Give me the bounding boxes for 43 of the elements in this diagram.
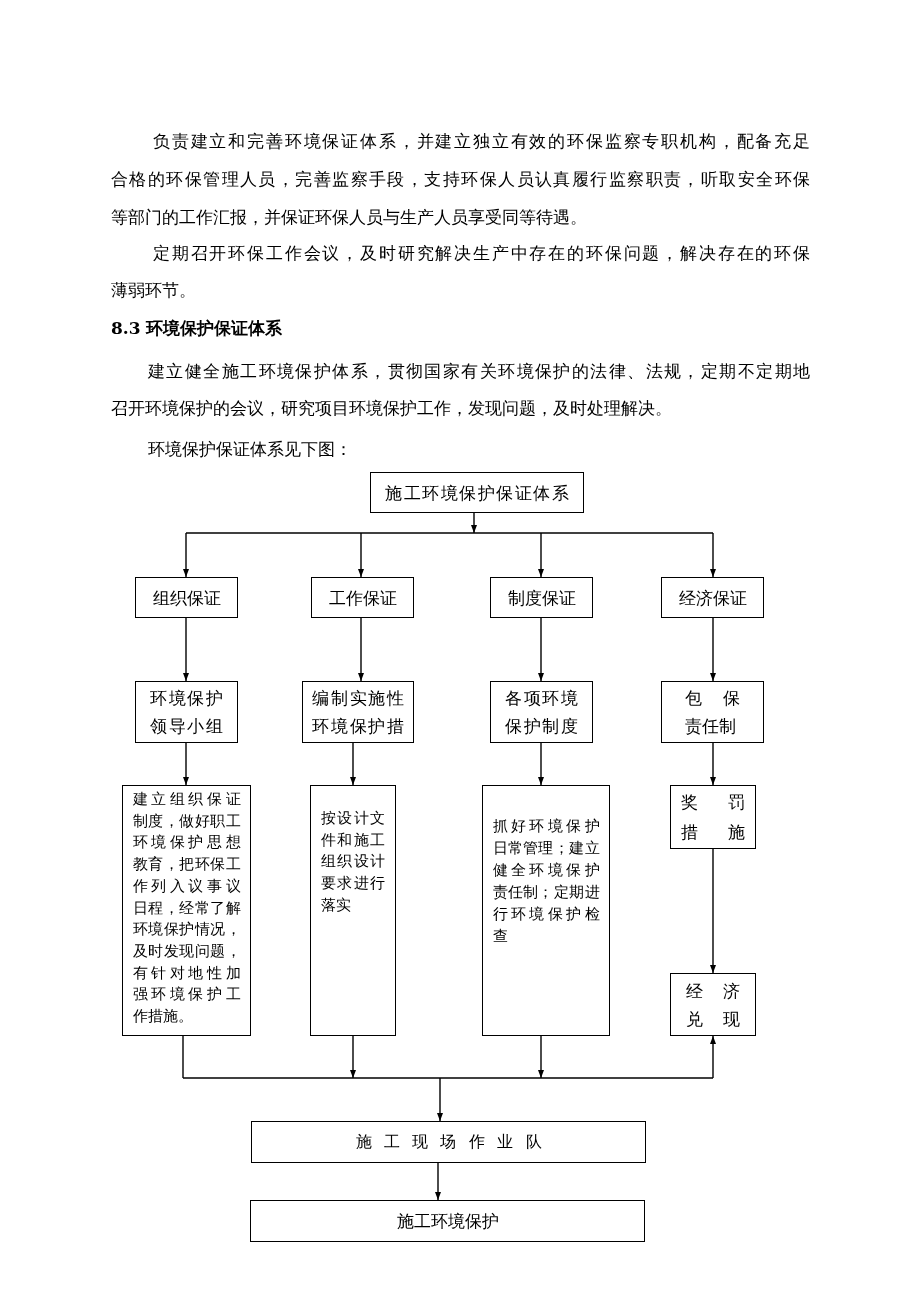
arrow [710,532,716,578]
arrow [538,1035,544,1079]
process-box: 奖罚措施 [670,785,756,849]
arrow [471,512,477,534]
process-box: 施工现场作业队 [251,1121,646,1163]
paragraph: 环境保护保证体系见下图： [147,438,353,461]
text-box: 建立组织保证制度，做好职工环境保护思想教育，把环保工作列入议事议日程，经常了解环境保护情况，及时发现问题，有针对地性加强环境保护工作措施。 [122,785,251,1036]
arrow [710,848,716,974]
arrow [710,1035,716,1079]
process-box: 包保责任制 [661,681,764,743]
connector-line [182,1035,184,1079]
paragraph: 定期召开环保工作会议，及时研究解决生产中存在的环保问题，解决存在的环保薄弱环节。 [111,241,810,302]
connector-line [185,532,714,534]
arrow [437,1077,443,1122]
arrow [710,617,716,682]
arrow [710,742,716,786]
arrow [183,742,189,786]
arrow [538,742,544,786]
arrow [538,617,544,682]
process-box: 环境保护领导小组 [135,681,238,743]
connector-line [182,1077,714,1079]
arrow [350,742,356,786]
arrow [358,617,364,682]
arrow [350,1035,356,1079]
process-box: 制度保证 [490,577,593,618]
paragraph: 负责建立和完善环境保证体系，并建立独立有效的环保监察专职机构，配备充足合格的环保管理人员，完善监察手段，支持环保人员认真履行监察职责，听取安全环保等部门的工作汇报，并保证环保人员与生产人员享受同等待遇。 [111,130,810,229]
paragraph: 建立健全施工环境保护体系，贯彻国家有关环境保护的法律、法规，定期不定期地召开环境保护的会议，研究项目环境保护工作，发现问题，及时处理解决。 [111,359,810,420]
process-box: 经济兑现 [670,973,756,1036]
process-box: 施工环境保护 [250,1200,645,1242]
process-box: 编制实施性环境保护措 [302,681,414,743]
arrow [183,617,189,682]
process-box: 经济保证 [661,577,764,618]
process-box: 工作保证 [311,577,414,618]
arrow [183,532,189,578]
arrow [358,532,364,578]
arrow [538,532,544,578]
process-box: 各项环境保护制度 [490,681,593,743]
text-box: 抓好环境保护日常管理；建立健全环境保护责任制；定期进行环境保护检查 [482,785,610,1036]
text-box: 按设计文件和施工组织设计要求进行落实 [310,785,396,1036]
section-heading: 8.3 环境保护保证体系 [111,317,284,340]
process-box: 组织保证 [135,577,238,618]
process-box: 施工环境保护保证体系 [370,472,584,513]
arrow [435,1162,441,1201]
